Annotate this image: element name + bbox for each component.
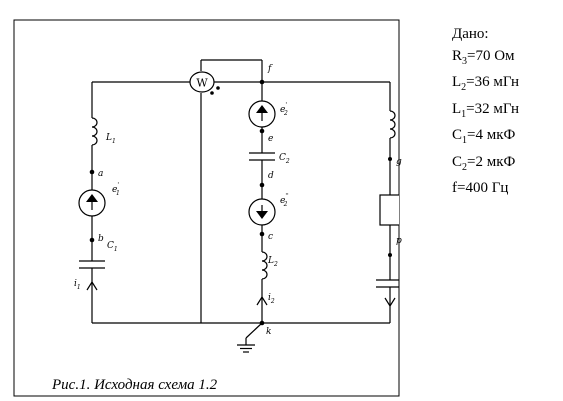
wattmeter: W [189,71,220,95]
label-node-b: b [98,234,104,244]
given-item-L1: L1=32 мГн [452,100,520,120]
node-d-dot [259,182,265,188]
label-i1: i1 [74,279,81,291]
label-i2: i2 [268,293,275,305]
wattmeter-label: W [196,77,208,90]
figure-caption: Рис.1. Исходная схема 1.2 [51,377,218,393]
resistor-R3 [379,194,399,226]
node-c-dot [259,231,265,237]
label-C2: C2 [279,153,290,165]
given-values: Дано: R3=70 Ом L2=36 мГн L1=32 мГн C1=4 … [452,24,519,200]
label-C1: C1 [107,241,118,253]
label-node-a: a [98,169,103,179]
given-item-C2: C2=2 мкФ [452,153,516,173]
inductor-right [389,110,396,139]
given-title: Дано: [452,26,489,42]
given-item-C1: C1=4 мкФ [452,127,516,146]
label-node-f: f [267,64,273,74]
node-a-dot [89,169,95,175]
label-e2-prime: e'2 [280,102,288,117]
current-arrow-i2 [256,295,268,306]
label-node-p-partial: p [396,236,402,246]
label-L2: L2 [267,256,278,268]
label-L1: L1 [105,133,116,145]
middle-branch [248,79,276,326]
ground-symbol [237,322,263,353]
inductor-L1 [91,117,98,146]
given-item-R3: R3=70 Ом [452,47,515,67]
label-node-g-partial: g [396,157,402,167]
label-node-e: e [268,134,273,144]
label-node-d: d [268,171,274,181]
left-branch [78,82,106,323]
given-item-f: f=400 Гц [452,180,509,196]
node-e-dot [259,128,265,134]
given-item-L2: L2=36 мГн [452,74,520,93]
right-branch [376,82,399,323]
current-arrow-right [384,297,396,308]
current-arrow-i1 [86,280,98,291]
inductor-L2 [261,251,268,280]
node-b-dot [89,237,95,243]
label-e1: e'1 [112,182,120,197]
label-e2-double-prime: e''2 [280,193,289,208]
label-node-k: k [266,327,271,337]
label-node-c: c [268,232,273,242]
